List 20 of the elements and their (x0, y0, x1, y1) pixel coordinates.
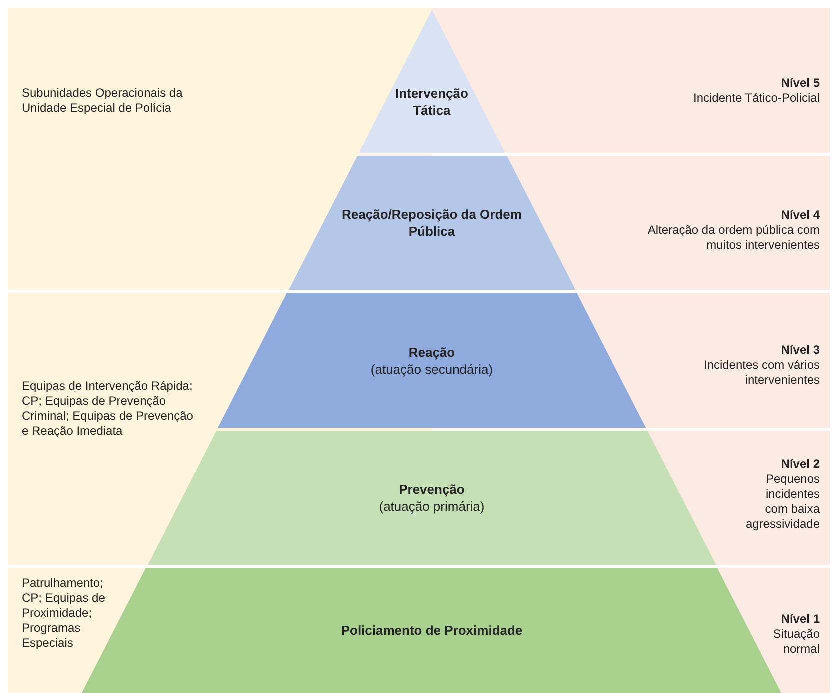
tier-subtitle: (atuação primária) (379, 498, 485, 515)
unit-description: Equipas de Intervenção Rápida; CP; Equipas de Prevenção Criminal; Equipas de Prevenção e Reação Imediata (22, 379, 194, 439)
unit-description: Subunidades Operacionais da Unidade Especial de Polícia (22, 86, 184, 116)
level-heading: Nível 1 (780, 612, 820, 627)
level-description: Pequenos incidentes com baixa agressividade (744, 472, 820, 532)
tier-title: Policiamento de Proximidade (341, 622, 523, 639)
tier-title: Reação (408, 344, 456, 360)
level-heading: Nível 2 (780, 457, 820, 472)
level-description: Incidente Tático-Policial (692, 91, 820, 106)
unit-description: Patrulhamento; CP; Equipas de Proximidade; Programas Especiais (22, 576, 106, 651)
level-heading: Nível 3 (780, 343, 820, 358)
level-description: Incidentes com vários intervenientes (702, 358, 820, 388)
level-heading: Nível 4 (780, 208, 820, 223)
level-heading: Nível 5 (780, 76, 820, 91)
tier-title: Intervenção Tática (394, 84, 470, 118)
tier-title: Reação/Reposição da Ordem Pública (341, 206, 523, 240)
tier-title: Prevenção (399, 481, 465, 498)
tier-subtitle: (atuação secundária) (370, 360, 494, 378)
level-description: Situação normal (772, 627, 820, 657)
level-description: Alteração da ordem pública com muitos intervenientes (646, 223, 820, 253)
